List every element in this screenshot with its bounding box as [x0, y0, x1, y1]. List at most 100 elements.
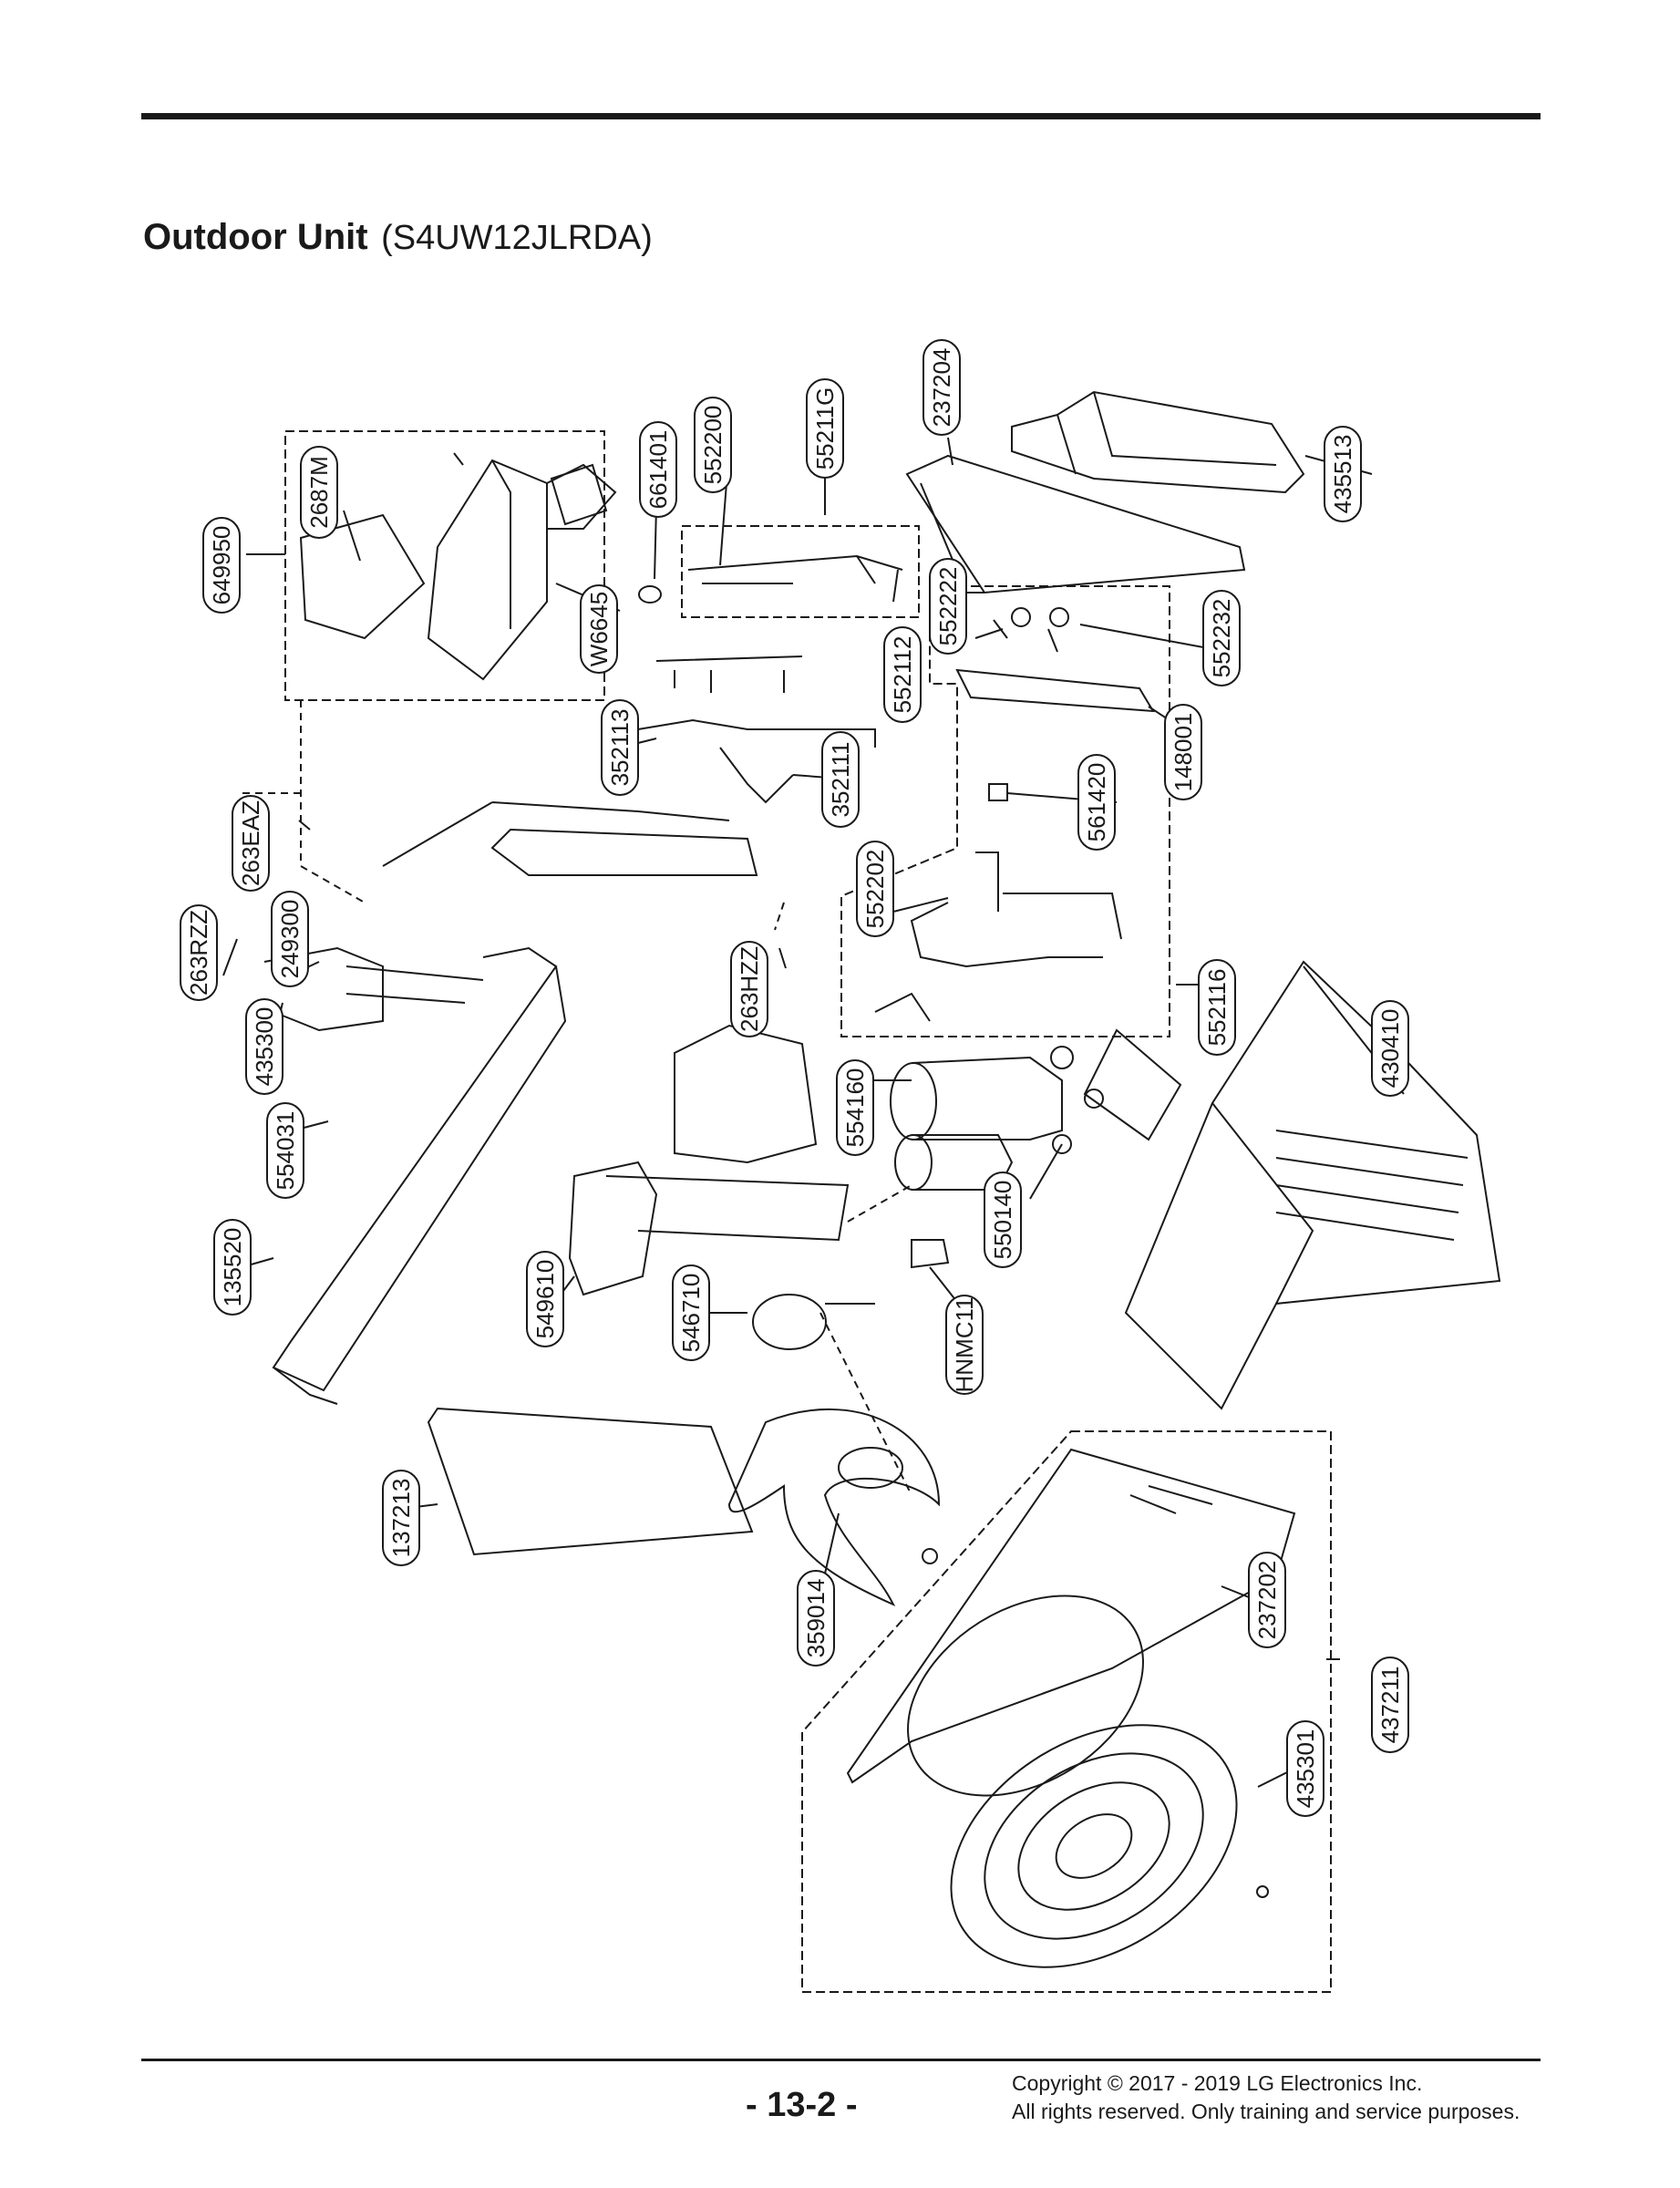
- part-label-437211: 437211: [1371, 1656, 1409, 1753]
- svg-text:435301: 435301: [1292, 1729, 1319, 1809]
- control-box-drawing: [427, 459, 548, 681]
- svg-text:661401: 661401: [644, 430, 672, 510]
- svg-text:430410: 430410: [1376, 1009, 1404, 1089]
- part-label-55211G: 55211G: [806, 378, 844, 479]
- wiring-guide-line: [237, 700, 366, 903]
- part-label-649950: 649950: [202, 517, 241, 614]
- svg-text:249300: 249300: [276, 900, 304, 979]
- pcb-drawing: [299, 513, 426, 640]
- reactor-drawing: [911, 1239, 950, 1269]
- part-label-549610: 549610: [526, 1251, 564, 1347]
- copyright-line-1: Copyright © 2017 - 2019 LG Electronics I…: [1012, 2071, 1423, 2095]
- svg-text:263HZZ: 263HZZ: [736, 946, 763, 1032]
- svg-text:552116: 552116: [1203, 969, 1231, 1047]
- compressor-drawing: [890, 1062, 937, 1140]
- part-label-552202: 552202: [856, 841, 894, 937]
- propeller-fan-drawing: [727, 1409, 941, 1607]
- part-label-435300: 435300: [245, 998, 283, 1095]
- part-label-552200: 552200: [694, 397, 732, 493]
- part-label-263RZZ: 263RZZ: [180, 904, 218, 1001]
- svg-text:137213: 137213: [387, 1479, 415, 1558]
- part-label-552112: 552112: [883, 626, 922, 723]
- svg-text:649950: 649950: [208, 526, 235, 605]
- part-label-552232: 552232: [1202, 590, 1241, 686]
- svg-text:359014: 359014: [802, 1579, 830, 1658]
- svg-text:435513: 435513: [1329, 435, 1356, 514]
- svg-text:263RZZ: 263RZZ: [185, 910, 212, 996]
- page-title: Outdoor Unit (S4UW12JLRDA): [143, 217, 653, 258]
- part-label-352113: 352113: [601, 699, 639, 796]
- part-label-550140: 550140: [984, 1171, 1022, 1268]
- part-label-HNMC11: HNMC11: [945, 1295, 984, 1395]
- svg-text:549610: 549610: [531, 1260, 559, 1339]
- svg-text:550140: 550140: [989, 1181, 1016, 1260]
- front-panel-group-box: [801, 1430, 1332, 1993]
- pipe-assembly-drawing: [687, 554, 903, 603]
- svg-text:552200: 552200: [699, 406, 727, 485]
- copyright-line-2: All rights reserved. Only training and s…: [1012, 2100, 1520, 2123]
- part-label-430410: 430410: [1371, 1000, 1409, 1097]
- fan-motor-mount-drawing: [263, 946, 384, 1032]
- svg-text:148001: 148001: [1170, 713, 1197, 792]
- part-label-359014: 359014: [797, 1570, 835, 1667]
- svg-text:437211: 437211: [1376, 1667, 1404, 1744]
- part-label-137213: 137213: [382, 1470, 420, 1566]
- part-label-249300: 249300: [271, 891, 309, 987]
- svg-text:263EAZ: 263EAZ: [237, 800, 264, 886]
- copyright-notice: Copyright © 2017 - 2019 LG Electronics I…: [1012, 2069, 1520, 2126]
- svg-text:352111: 352111: [827, 742, 854, 818]
- part-label-263EAZ: 263EAZ: [232, 795, 270, 892]
- coupler-drawing: [988, 783, 1008, 801]
- footer-rule: [141, 2059, 1541, 2061]
- svg-text:561420: 561420: [1083, 763, 1110, 842]
- part-label-546710: 546710: [672, 1264, 710, 1361]
- part-label-561420: 561420: [1077, 754, 1116, 851]
- model-number: (S4UW12JLRDA): [381, 219, 653, 257]
- svg-text:552232: 552232: [1208, 599, 1235, 678]
- cabinet-drawing: [272, 946, 567, 1392]
- part-label-554031: 554031: [266, 1102, 304, 1199]
- motor-bracket-drawing: [568, 1161, 658, 1296]
- part-label-552222: 552222: [929, 558, 967, 655]
- valve-bracket-drawing: [955, 668, 1155, 713]
- part-label-263HZZ: 263HZZ: [730, 941, 768, 1037]
- svg-text:237204: 237204: [928, 348, 955, 428]
- page-number: - 13-2 -: [746, 2086, 858, 2124]
- heat-exchanger-drawing: [490, 828, 758, 876]
- part-label-552116: 552116: [1198, 959, 1236, 1056]
- top-cover-drawing: [905, 454, 1246, 594]
- fan-guard-drawing: [950, 1724, 1238, 1968]
- part-label-W6645: W6645: [580, 584, 618, 674]
- svg-text:552222: 552222: [934, 567, 962, 646]
- part-label-661401: 661401: [639, 421, 677, 518]
- service-valve-drawing: [1011, 607, 1031, 627]
- part-label-237204: 237204: [922, 339, 961, 436]
- part-label-554160: 554160: [836, 1059, 874, 1156]
- pipe-group-drawing: [637, 718, 876, 804]
- svg-text:552202: 552202: [861, 850, 889, 929]
- title-text: Outdoor Unit: [143, 217, 368, 257]
- svg-text:55211G: 55211G: [811, 387, 839, 470]
- connection-pipe-drawing: [655, 655, 803, 693]
- part-label-237202: 237202: [1248, 1552, 1286, 1648]
- pcb-group-box: [284, 430, 605, 701]
- part-label-group: 649950 2687M 661401 552200 55211G 237204…: [180, 339, 1409, 1817]
- compressor-jacket-drawing: [674, 1024, 818, 1164]
- svg-text:554031: 554031: [272, 1111, 299, 1191]
- svg-text:135520: 135520: [219, 1228, 246, 1307]
- svg-text:2687M: 2687M: [305, 456, 333, 529]
- svg-text:W6645: W6645: [585, 592, 613, 666]
- front-panel-drawing: [846, 1448, 1296, 1784]
- part-label-148001: 148001: [1164, 704, 1202, 800]
- part-label-352111: 352111: [821, 731, 860, 828]
- side-panel-drawing: [1124, 960, 1501, 1410]
- valve-group-box: [681, 525, 920, 618]
- part-label-435513: 435513: [1324, 426, 1362, 522]
- refrigerant-circuit-drawing: [910, 851, 1122, 968]
- part-label-2687M: 2687M: [300, 446, 338, 539]
- part-label-135520: 135520: [213, 1219, 252, 1316]
- header-rule: [141, 113, 1541, 119]
- svg-text:552112: 552112: [889, 636, 916, 714]
- sensor-fitting-drawing: [638, 585, 662, 604]
- svg-text:435300: 435300: [251, 1007, 278, 1087]
